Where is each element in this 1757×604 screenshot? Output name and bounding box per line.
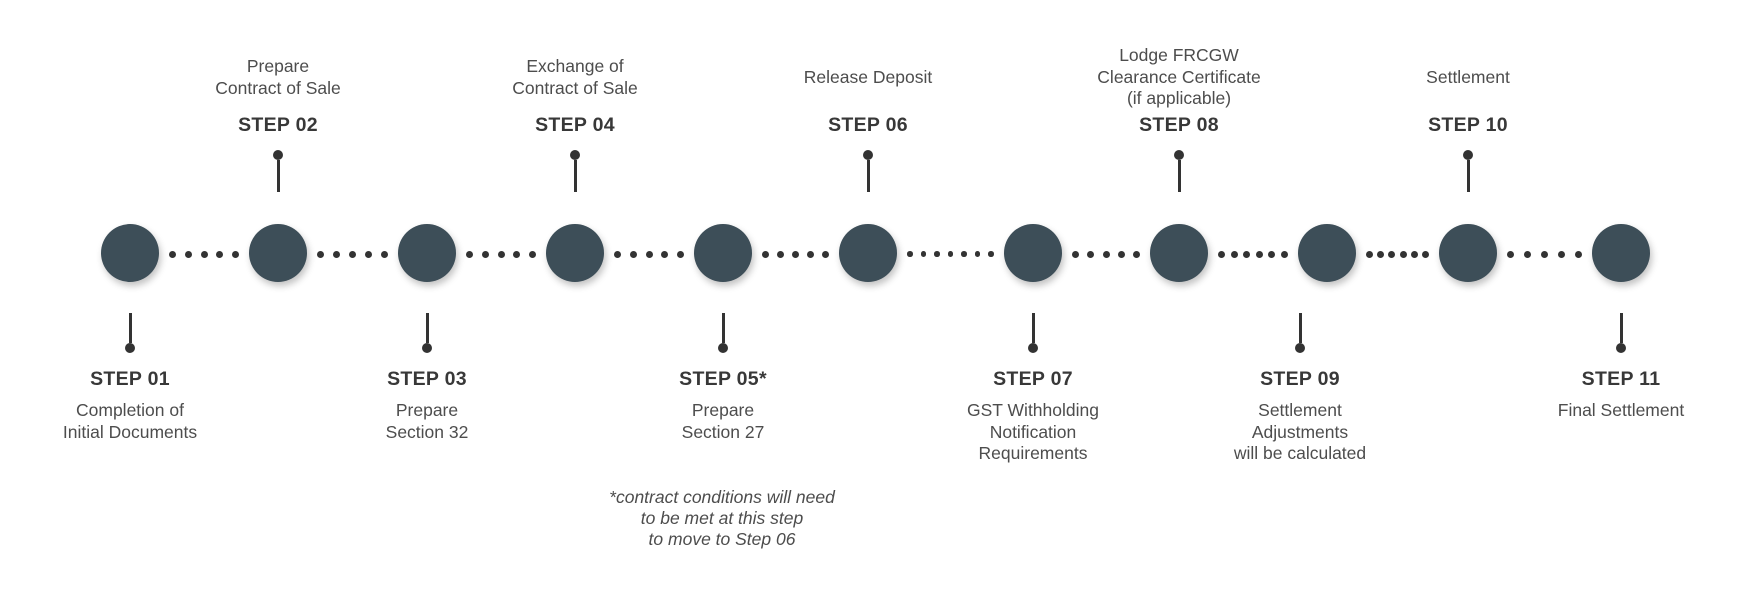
pin-dot (1174, 150, 1184, 160)
step-07-group: STEP 07 GST Withholding Notification Req… (918, 313, 1148, 465)
connector-dots (1366, 250, 1429, 258)
timeline-node-04 (546, 224, 604, 282)
pin-line (1466, 160, 1470, 192)
step-09-label: STEP 09 (1260, 368, 1340, 390)
pin-line (1177, 160, 1181, 192)
timeline-node-02 (249, 224, 307, 282)
pin-line (721, 313, 725, 343)
step-03-group: STEP 03 Prepare Section 32 (312, 313, 542, 443)
step-06-description: Release Deposit (803, 66, 933, 87)
pin-dot (125, 343, 135, 353)
pin-marker-icon (718, 313, 728, 353)
timeline-node-10 (1439, 224, 1497, 282)
step-09-description: Settlement Adjustments will be calculate… (1233, 400, 1367, 463)
pin-marker-icon (273, 150, 283, 192)
connector-dots (466, 250, 536, 258)
pin-line (866, 160, 870, 192)
pin-marker-icon (125, 313, 135, 353)
pin-dot (273, 150, 283, 160)
step-01-description: Completion of Initial Documents (62, 400, 198, 442)
pin-marker-icon (1463, 150, 1473, 192)
step-10-description: Settlement (1426, 66, 1510, 87)
step-11-label: STEP 11 (1581, 368, 1661, 390)
step-08-label: STEP 08 (1139, 114, 1219, 136)
step-05-description: Prepare Section 27 (681, 400, 765, 442)
timeline-node-05 (694, 224, 752, 282)
pin-dot (422, 343, 432, 353)
connector-dots (762, 250, 829, 258)
step-02-group: Prepare Contract of Sale STEP 02 (163, 45, 393, 192)
pin-line (1298, 313, 1302, 343)
pin-line (425, 313, 429, 343)
timeline-node-03 (398, 224, 456, 282)
connector-dots (1072, 250, 1140, 258)
timeline-node-07 (1004, 224, 1062, 282)
connector-dots (1218, 250, 1288, 258)
pin-line (276, 160, 280, 192)
timeline-node-08 (1150, 224, 1208, 282)
timeline-node-09 (1298, 224, 1356, 282)
timeline-node-11 (1592, 224, 1650, 282)
step-01-label: STEP 01 (90, 368, 170, 390)
pin-dot (570, 150, 580, 160)
pin-line (1619, 313, 1623, 343)
pin-line (1031, 313, 1035, 343)
step-03-description: Prepare Section 32 (385, 400, 469, 442)
pin-dot (1616, 343, 1626, 353)
footnote: *contract conditions will need to be met… (609, 487, 835, 549)
pin-marker-icon (1616, 313, 1626, 353)
connector-dots (614, 250, 684, 258)
step-01-group: STEP 01 Completion of Initial Documents (15, 313, 245, 443)
pin-marker-icon (1028, 313, 1038, 353)
step-10-group: Settlement STEP 10 (1353, 45, 1583, 192)
step-05-label: STEP 05* (679, 368, 767, 390)
pin-marker-icon (422, 313, 432, 353)
step-03-label: STEP 03 (387, 368, 467, 390)
step-11-group: STEP 11 Final Settlement (1506, 313, 1736, 422)
step-07-label: STEP 07 (993, 368, 1073, 390)
step-04-description: Exchange of Contract of Sale (512, 56, 638, 98)
timeline-node-01 (101, 224, 159, 282)
pin-marker-icon (1295, 313, 1305, 353)
pin-dot (863, 150, 873, 160)
connector-dots (907, 250, 994, 258)
pin-dot (1463, 150, 1473, 160)
step-11-description: Final Settlement (1557, 400, 1685, 420)
pin-marker-icon (863, 150, 873, 192)
step-09-group: STEP 09 Settlement Adjustments will be c… (1185, 313, 1415, 465)
step-04-group: Exchange of Contract of Sale STEP 04 (460, 45, 690, 192)
connector-dots (169, 250, 239, 258)
step-10-label: STEP 10 (1428, 114, 1508, 136)
pin-marker-icon (570, 150, 580, 192)
timeline-node-06 (839, 224, 897, 282)
step-06-label: STEP 06 (828, 114, 908, 136)
pin-dot (718, 343, 728, 353)
pin-marker-icon (1174, 150, 1184, 192)
step-04-label: STEP 04 (535, 114, 615, 136)
step-08-group: Lodge FRCGW Clearance Certificate (if ap… (1064, 45, 1294, 192)
step-02-description: Prepare Contract of Sale (215, 56, 341, 98)
connector-dots (317, 250, 388, 258)
step-08-description: Lodge FRCGW Clearance Certificate (if ap… (1097, 45, 1261, 109)
step-02-label: STEP 02 (238, 114, 318, 136)
pin-dot (1295, 343, 1305, 353)
step-06-group: Release Deposit STEP 06 (753, 45, 983, 192)
pin-line (573, 160, 577, 192)
connector-dots (1507, 250, 1582, 258)
pin-line (128, 313, 132, 343)
step-07-description: GST Withholding Notification Requirement… (967, 400, 1099, 463)
step-05-group: STEP 05* Prepare Section 27 (608, 313, 838, 443)
pin-dot (1028, 343, 1038, 353)
